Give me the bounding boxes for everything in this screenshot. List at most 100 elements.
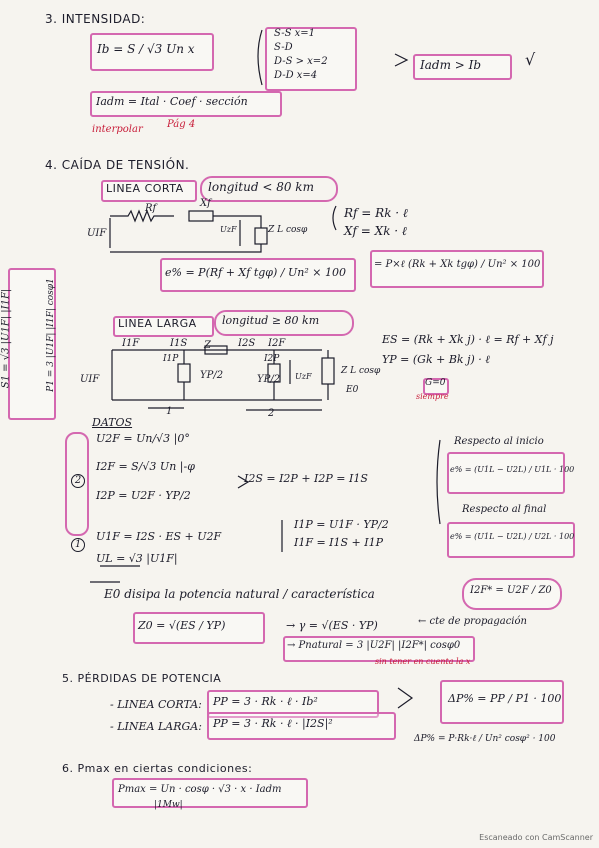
i1s-label: I1S bbox=[170, 338, 188, 349]
condition-arrow bbox=[394, 53, 409, 67]
uif-label: UIF bbox=[87, 228, 107, 239]
e-percent-boxed bbox=[370, 250, 544, 288]
datos-label: DATOS bbox=[92, 416, 133, 429]
losses-arrow bbox=[397, 687, 414, 709]
short-line-label: LINEA CORTA bbox=[106, 182, 184, 195]
pnatural-equation: → Pnatural = 3 |U2F| |I2F*| cosφ0 bbox=[287, 640, 461, 651]
yp-equation: YP = (Gk + Bk j) · ℓ bbox=[382, 353, 490, 366]
section6-heading: 6. Pmax en ciertas condiciones: bbox=[62, 762, 253, 775]
xf-label: Xf bbox=[200, 198, 211, 209]
long-line-label: LINEA LARGA bbox=[118, 317, 197, 330]
short-losses-label: - LINEA CORTA: bbox=[110, 698, 202, 711]
e-percent-expanded: = P×ℓ (Rk + Xk tgφ) / Un² × 100 bbox=[374, 259, 541, 270]
uzf-label: UzF bbox=[220, 225, 237, 234]
long-losses-eq: PP = 3 · Rk · ℓ · |I2S|² bbox=[213, 717, 333, 730]
z0-box bbox=[133, 612, 265, 644]
interpolar-note: interpolar bbox=[92, 124, 143, 135]
pmax-box bbox=[112, 778, 308, 808]
uif-long-label: UIF bbox=[80, 374, 100, 385]
losses-ratio-full: ΔP% = P·Rk·ℓ / Un² cosφ² · 100 bbox=[414, 734, 556, 744]
i1f-given: I1F = I1S + I1P bbox=[294, 536, 384, 549]
load-label-long: Z L cosφ bbox=[341, 366, 381, 376]
rf-equation: Rf = Rk · ℓ bbox=[344, 206, 408, 220]
scanner-watermark: Escaneado con CamScanner bbox=[479, 833, 593, 842]
gamma-note: ← cte de propagación bbox=[418, 616, 527, 627]
iadm-box bbox=[90, 91, 282, 117]
case-ss: S-S x=1 bbox=[274, 28, 316, 39]
short-length-text: longitud < 80 km bbox=[208, 180, 314, 194]
rf-label: Rf bbox=[145, 203, 157, 214]
g-zero-label: G=0 bbox=[425, 378, 446, 388]
section5-heading: 5. PÉRDIDAS DE POTENCIA bbox=[62, 672, 222, 685]
xf-equation: Xf = Xk · ℓ bbox=[344, 224, 407, 238]
uzf-long-label: UzF bbox=[295, 372, 312, 381]
i2f-z0: I2F* = U2F / Z0 bbox=[470, 585, 552, 596]
long-length-text: longitud ≥ 80 km bbox=[222, 314, 320, 327]
datos-arrow bbox=[237, 475, 250, 489]
datos-bracket bbox=[65, 432, 89, 536]
short-losses-eq: PP = 3 · Rk · ℓ · Ib² bbox=[213, 695, 318, 708]
long-length-oval bbox=[214, 310, 354, 336]
long-losses-label: - LINEA LARGA: bbox=[110, 720, 202, 733]
u1f-given: U1F = I2S · ES + U2F bbox=[96, 530, 222, 543]
circle-1: 1 bbox=[71, 538, 85, 552]
long-line-box bbox=[113, 316, 214, 337]
ib-formula-box bbox=[90, 33, 214, 71]
section3-heading: 3. INTENSIDAD: bbox=[45, 12, 146, 26]
long-line-circuit bbox=[111, 345, 335, 411]
izf-given: I2F = S/√3 Un |-φ bbox=[96, 460, 195, 473]
check-mark: √ bbox=[525, 50, 536, 69]
cases-box bbox=[265, 27, 357, 91]
pnatural-box bbox=[283, 636, 475, 662]
losses-ratio: ΔP% = PP / P1 · 100 bbox=[448, 692, 562, 705]
node-1-label: 1 bbox=[166, 406, 173, 417]
g-zero-box bbox=[423, 378, 449, 395]
respect-start-eq: e% = (U1L − U2L) / U1L · 100 bbox=[450, 465, 575, 474]
natural-text: E0 disipa la potencia natural / caracter… bbox=[104, 587, 375, 601]
pmax-unit: |1Mw| bbox=[154, 800, 183, 810]
uzf-given: U2F = Un/√3 |0° bbox=[96, 432, 190, 445]
e0-label: E0 bbox=[346, 385, 359, 395]
i1f-label: I1F bbox=[122, 338, 140, 349]
respect-end-title: Respecto al final bbox=[462, 504, 547, 515]
side-formula-box bbox=[8, 268, 56, 420]
short-line-box bbox=[101, 180, 197, 202]
ul-given: UL = √3 |U1F| bbox=[96, 552, 178, 565]
condition-text: Iadm > Ib bbox=[420, 58, 482, 72]
ib-formula: Ib = S / √3 Un x bbox=[97, 42, 195, 56]
separator-lines bbox=[90, 565, 140, 583]
i2f-label: I2F bbox=[268, 338, 286, 349]
node-2-label: 2 bbox=[268, 408, 275, 419]
case-ds: D-S > x=2 bbox=[274, 56, 328, 67]
section4-heading: 4. CAÍDA DE TENSIÓN. bbox=[45, 158, 190, 172]
i2p-given: I2P = U2F · YP/2 bbox=[96, 489, 191, 502]
pmax-equation: Pmax = Un · cosφ · √3 · x · Iadm bbox=[118, 784, 282, 795]
case-dd: D-D x=4 bbox=[274, 70, 318, 81]
i2p-label: I2P bbox=[264, 354, 280, 364]
long-losses-box bbox=[207, 712, 396, 740]
short-length-oval bbox=[200, 176, 338, 202]
yp2-label-a: YP/2 bbox=[200, 370, 224, 381]
respect-start-title: Respecto al inicio bbox=[454, 436, 544, 447]
respect-end-box bbox=[447, 522, 575, 558]
i1p-given: I1P = U1F · YP/2 bbox=[294, 518, 389, 531]
gamma-equation: → γ = √(ES · YP) bbox=[286, 619, 378, 632]
losses-ratio-box bbox=[440, 680, 564, 724]
respect-bracket bbox=[436, 439, 441, 525]
iadm-formula: Iadm = Ital · Coef · sección bbox=[96, 95, 248, 108]
i2f-z0-box bbox=[462, 578, 562, 610]
z0-equation: Z0 = √(ES / YP) bbox=[138, 619, 226, 632]
respect-start-box bbox=[447, 452, 565, 494]
e-percent-box bbox=[160, 258, 356, 292]
es-equation: ES = (Rk + Xk j) · ℓ = Rf + Xf j bbox=[382, 333, 554, 346]
e-percent-formula: e% = P(Rf + Xf tgφ) / Un² × 100 bbox=[165, 266, 346, 279]
load-label-short: Z L cosφ bbox=[268, 225, 308, 235]
i2s-label: I2S bbox=[238, 338, 256, 349]
interpolar-page: Pág 4 bbox=[167, 119, 196, 130]
respect-end-eq: e% = (U1L − U2L) / U2L · 100 bbox=[450, 532, 575, 541]
g-zero-note: siempre bbox=[416, 392, 449, 401]
losses-note: sin tener en cuenta la x bbox=[375, 657, 471, 666]
i1p-label: I1P bbox=[163, 354, 179, 364]
